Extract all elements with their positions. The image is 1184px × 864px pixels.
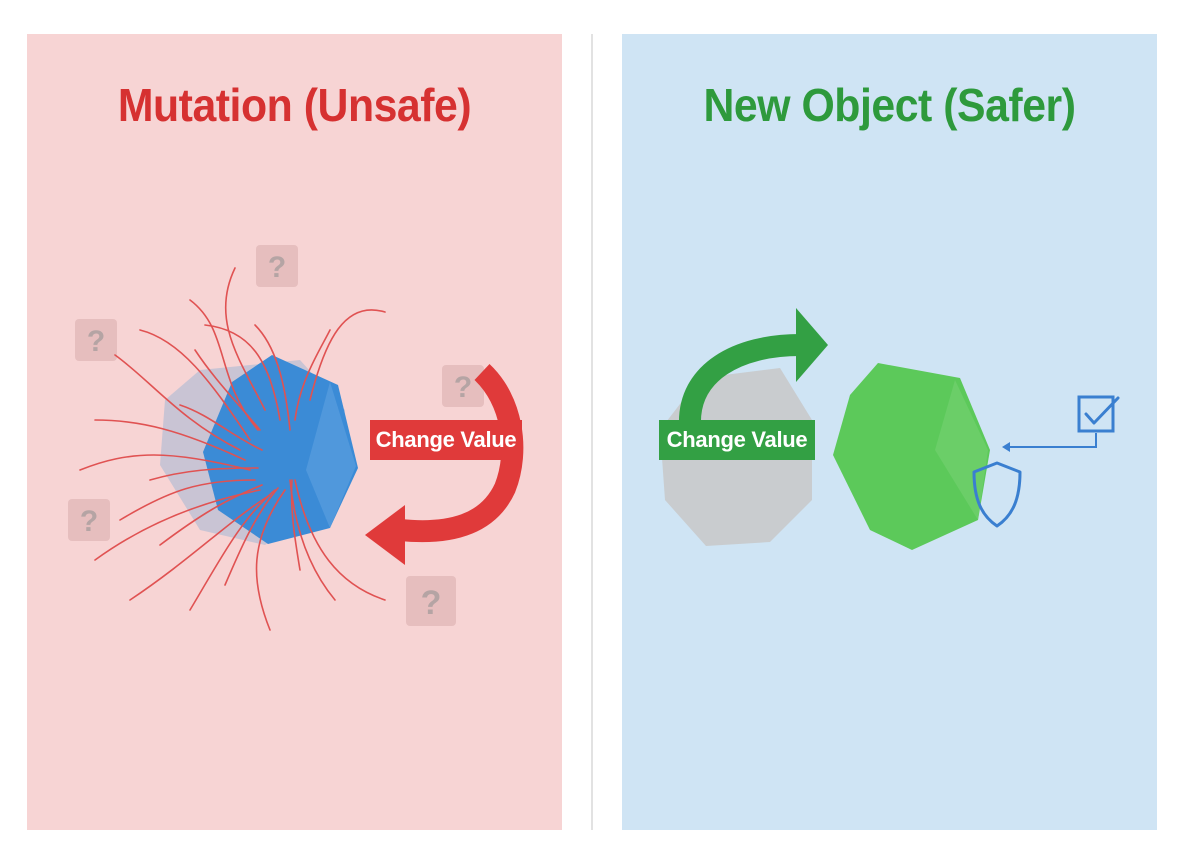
svg-text:?: ? bbox=[454, 371, 472, 404]
mutation-arrow-head bbox=[365, 505, 405, 565]
question-mark-icon: ? bbox=[68, 499, 110, 541]
svg-text:?: ? bbox=[87, 325, 105, 358]
question-mark-icon: ? bbox=[442, 365, 484, 407]
tangled-references bbox=[79, 267, 386, 631]
connector-arrow bbox=[1008, 433, 1097, 448]
checkbox-check-icon bbox=[1077, 395, 1120, 433]
mutation-title: Mutation (Unsafe) bbox=[117, 79, 472, 131]
question-mark-icon: ? bbox=[256, 245, 298, 287]
question-mark-icon: ? bbox=[75, 319, 117, 361]
shield-icon bbox=[972, 461, 1022, 528]
change-value-label-left: Change Value bbox=[370, 420, 522, 460]
new-object-arrow bbox=[679, 334, 801, 426]
question-mark-icons: ? ? ? ? ? bbox=[68, 245, 484, 626]
mutation-arrow bbox=[398, 363, 524, 543]
panel-divider bbox=[591, 34, 593, 830]
svg-text:?: ? bbox=[421, 584, 442, 622]
svg-text:?: ? bbox=[80, 505, 98, 538]
svg-text:?: ? bbox=[268, 251, 286, 284]
new-object-arrow-head bbox=[796, 308, 828, 382]
change-value-label-right: Change Value bbox=[659, 420, 815, 460]
question-mark-icon: ? bbox=[406, 576, 456, 626]
mutated-object bbox=[203, 355, 358, 544]
new-object-title: New Object (Safer) bbox=[703, 79, 1076, 131]
